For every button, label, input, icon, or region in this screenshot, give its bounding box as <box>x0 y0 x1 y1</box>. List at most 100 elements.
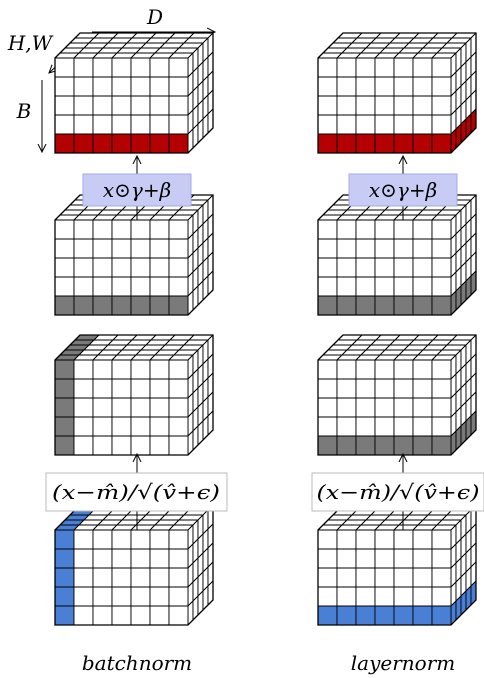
cube-outline <box>54 334 214 456</box>
front-cell <box>92 605 113 626</box>
front-cell <box>73 76 94 97</box>
front-cell <box>317 133 338 154</box>
front-cell <box>431 567 452 588</box>
front-cell <box>374 219 395 240</box>
layernorm-input-cube <box>317 504 477 626</box>
front-cell <box>168 57 189 78</box>
front-cell <box>412 397 433 418</box>
front-cell <box>355 605 376 626</box>
front-cell <box>355 57 376 78</box>
front-cell <box>336 586 357 607</box>
front-cell <box>374 567 395 588</box>
front-cell <box>54 276 75 297</box>
front-cell <box>130 416 151 437</box>
front-cell <box>412 219 433 240</box>
front-cell <box>92 586 113 607</box>
front-cell <box>92 133 113 154</box>
front-cell <box>54 359 75 380</box>
front-cell <box>149 435 170 456</box>
front-cell <box>54 238 75 259</box>
front-cell <box>412 378 433 399</box>
front-cell <box>130 435 151 456</box>
front-cell <box>54 95 75 116</box>
front-cell <box>355 276 376 297</box>
front-cell <box>393 548 414 569</box>
front-cell <box>374 238 395 259</box>
front-cell <box>168 567 189 588</box>
front-cell <box>149 378 170 399</box>
front-cell <box>355 76 376 97</box>
front-cell <box>111 397 132 418</box>
front-cell <box>168 529 189 550</box>
front-cell <box>374 529 395 550</box>
front-cell <box>336 95 357 116</box>
front-cell <box>168 378 189 399</box>
front-cell <box>412 416 433 437</box>
front-cell <box>111 416 132 437</box>
front-cell <box>149 605 170 626</box>
front-cell <box>336 219 357 240</box>
front-cell <box>111 219 132 240</box>
batchnorm-stats-cube <box>54 334 214 456</box>
front-cell <box>111 114 132 135</box>
front-cell <box>374 133 395 154</box>
front-cell <box>130 276 151 297</box>
front-cell <box>355 529 376 550</box>
front-cell <box>317 378 338 399</box>
front-cell <box>317 567 338 588</box>
front-cell <box>374 276 395 297</box>
front-cell <box>149 567 170 588</box>
front-cell <box>111 57 132 78</box>
front-cell <box>130 548 151 569</box>
front-cell <box>149 548 170 569</box>
front-cell <box>431 529 452 550</box>
front-cell <box>355 548 376 569</box>
batchnorm-normalize-formula: (x−m̂)/√(v̂+ϵ) <box>45 472 228 512</box>
front-cell <box>412 435 433 456</box>
front-cell <box>336 378 357 399</box>
front-cell <box>149 586 170 607</box>
front-cell <box>431 276 452 297</box>
axis-annotations: D H,W B <box>7 5 215 152</box>
front-cell <box>431 548 452 569</box>
front-cell <box>54 257 75 278</box>
front-cell <box>111 257 132 278</box>
front-cell <box>431 295 452 316</box>
front-cell <box>431 76 452 97</box>
front-cell <box>92 114 113 135</box>
front-cell <box>355 114 376 135</box>
front-cell <box>317 435 338 456</box>
front-cell <box>412 586 433 607</box>
front-cell <box>374 295 395 316</box>
front-cell <box>336 529 357 550</box>
front-cell <box>92 567 113 588</box>
front-cell <box>431 359 452 380</box>
front-cell <box>54 76 75 97</box>
batchnorm-caption: batchnorm <box>82 651 192 675</box>
front-cell <box>92 359 113 380</box>
front-cell <box>168 257 189 278</box>
front-cell <box>73 378 94 399</box>
cube-layer <box>54 32 477 626</box>
front-cell <box>412 57 433 78</box>
front-cell <box>92 378 113 399</box>
front-cell <box>355 378 376 399</box>
front-cell <box>336 567 357 588</box>
front-cell <box>336 435 357 456</box>
front-cell <box>149 295 170 316</box>
front-cell <box>130 133 151 154</box>
front-cell <box>168 114 189 135</box>
front-cell <box>393 219 414 240</box>
front-cell <box>431 257 452 278</box>
front-cell <box>149 133 170 154</box>
front-cell <box>54 295 75 316</box>
front-cell <box>149 276 170 297</box>
front-cell <box>317 397 338 418</box>
front-cell <box>431 378 452 399</box>
front-cell <box>92 238 113 259</box>
front-cell <box>73 276 94 297</box>
front-cell <box>130 114 151 135</box>
cube-outline <box>317 32 477 154</box>
front-cell <box>393 435 414 456</box>
